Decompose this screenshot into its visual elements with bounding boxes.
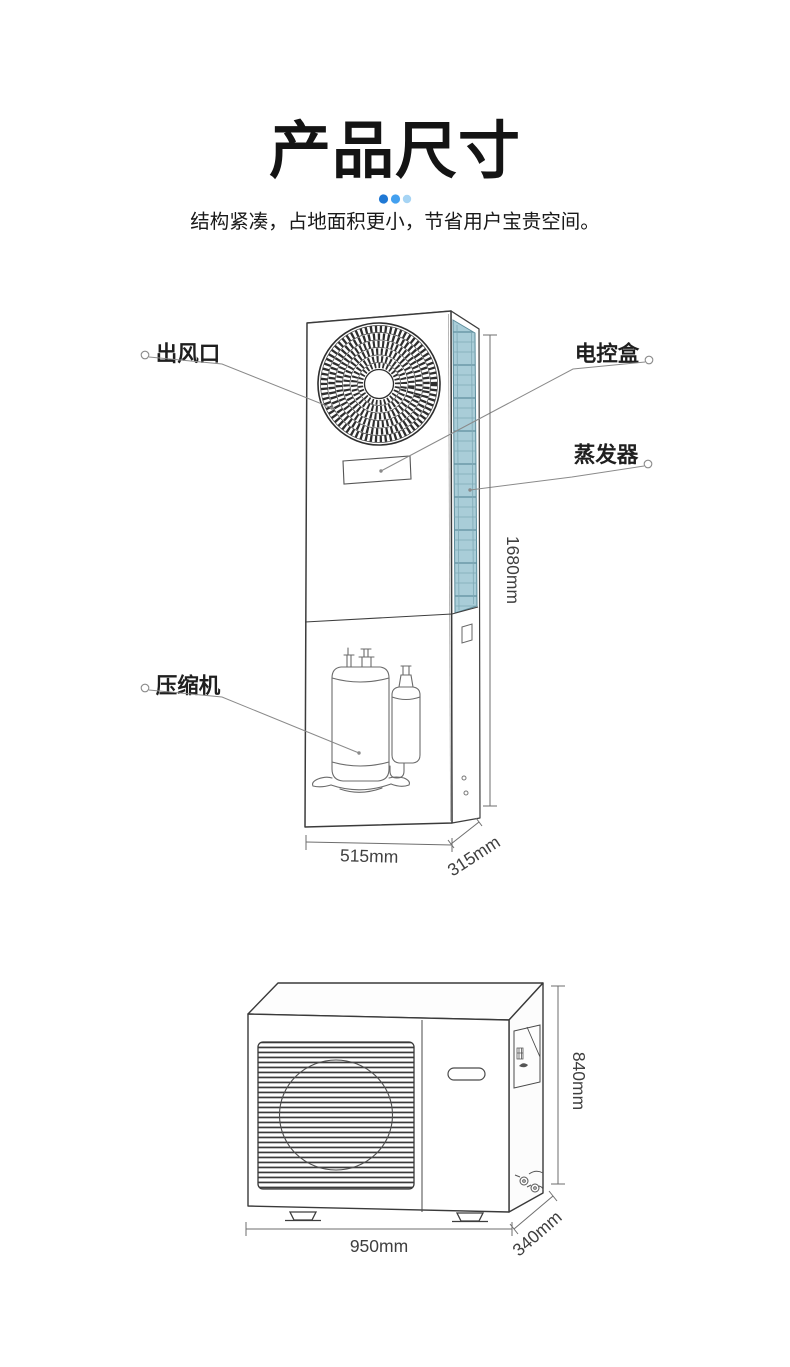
callout-ring (140, 683, 150, 693)
leader-line (148, 356, 333, 409)
valve-fittings (514, 1170, 544, 1193)
air-outlet-callout: 出风口 (140, 342, 334, 410)
control-box-callout: 电控盒 (379, 341, 654, 473)
dot-1 (378, 194, 388, 204)
nameplate-label (516, 1047, 524, 1060)
callout-ring (644, 355, 654, 365)
title-divider-dots (0, 194, 790, 204)
indoor-width-value: 515mm (340, 845, 399, 867)
evaporator-strip (452, 319, 478, 614)
air-outlet-label: 出风口 (156, 342, 221, 366)
page-subtitle: 结构紧凑，占地面积更小，节省用户宝贵空间。 (190, 211, 600, 233)
leader-dot (357, 751, 361, 755)
indoor-section-split-front (304, 613, 453, 623)
indoor-unit-drawing (304, 310, 481, 828)
callout-ring (643, 459, 653, 469)
leader-dot (379, 469, 383, 473)
dot-2 (390, 194, 400, 204)
indoor-depth-dimension: 315mm (444, 817, 504, 881)
evaporator-callout: 蒸发器 (468, 442, 653, 492)
leader-line (469, 465, 645, 491)
evaporator-label: 蒸发器 (574, 442, 639, 467)
outdoor-height-dimension: 840mm (551, 985, 589, 1185)
leader-line (148, 689, 360, 754)
page-title: 产品尺寸 (268, 117, 521, 186)
indoor-side-handle (461, 623, 473, 644)
indoor-section-split-side (451, 606, 479, 615)
dot-3 (402, 194, 411, 204)
outdoor-feet (285, 1211, 488, 1223)
side-screw-1 (461, 775, 467, 781)
fan-grille (317, 322, 441, 446)
indoor-depth-value: 315mm (444, 832, 504, 881)
indoor-height-dimension: 1680mm (483, 334, 523, 807)
callout-ring (140, 350, 150, 360)
brand-logo-icon (519, 1063, 528, 1068)
side-screw-2 (463, 790, 469, 796)
control-box-label: 电控盒 (575, 341, 640, 366)
compressor-drawing (312, 647, 421, 793)
control-box (342, 455, 412, 485)
outdoor-width-dimension: 950mm (245, 1222, 513, 1256)
leader-line (380, 361, 646, 472)
outdoor-side-nameplate (513, 1024, 541, 1089)
outdoor-handle-recess (447, 1067, 486, 1081)
indoor-width-dimension: 515mm (305, 835, 453, 867)
outdoor-height-value: 840mm (569, 1052, 589, 1110)
front-edge-bend-line (448, 313, 451, 822)
outdoor-width-value: 950mm (350, 1236, 408, 1256)
leader-dot (330, 406, 334, 410)
outdoor-unit-drawing (247, 982, 544, 1223)
dots-icon (378, 194, 411, 204)
outdoor-louver-grille (257, 1041, 415, 1190)
leader-dot (468, 488, 472, 492)
indoor-height-value: 1680mm (503, 536, 523, 604)
compressor-callout: 压缩机 (140, 673, 361, 755)
